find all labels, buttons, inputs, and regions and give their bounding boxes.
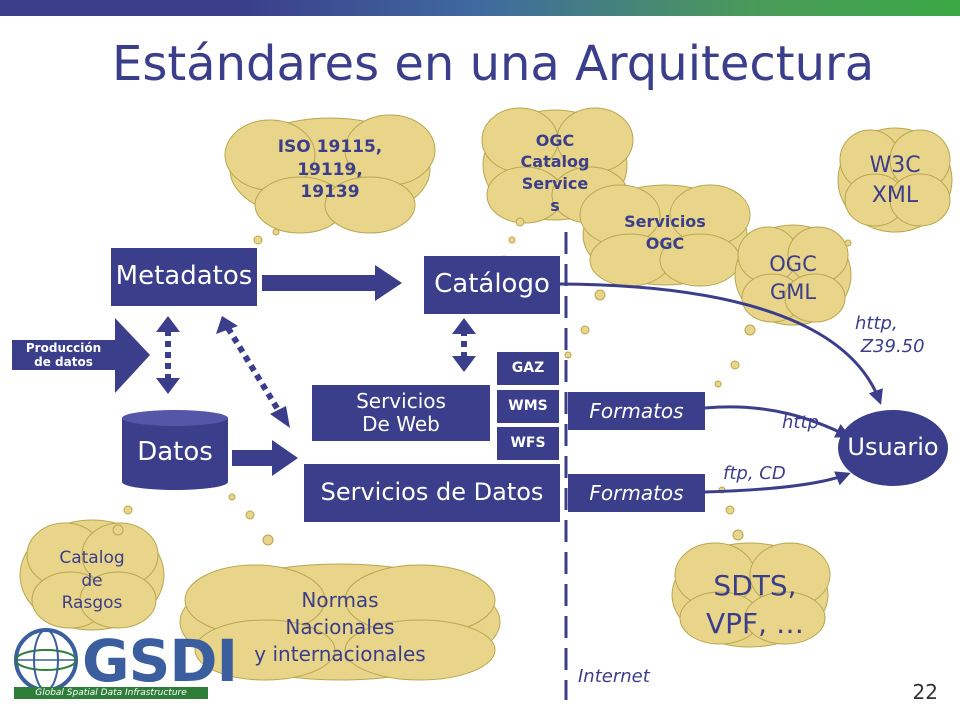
datos-cylinder <box>122 410 228 490</box>
arrow-datos-servicios <box>232 440 298 476</box>
label-http-z3950: http, Z39.50 <box>855 313 925 358</box>
metadatos-box: Metadatos <box>111 248 257 306</box>
curve-formatos2-usuario <box>704 471 851 494</box>
wms-box: WMS <box>497 390 559 423</box>
produccion-label: Producción de datos <box>25 340 102 369</box>
label-http: http <box>782 412 819 433</box>
cloud-ogc-catalog <box>481 107 634 224</box>
curve-formatos1-usuario <box>704 405 851 438</box>
formatos-box-1: Formatos <box>568 392 705 430</box>
usuario-ellipse <box>838 410 948 486</box>
gaz-box: GAZ <box>497 352 559 385</box>
formatos-box-2: Formatos <box>568 474 705 512</box>
cloud-servicios-ogc-text: Servicios OGC <box>624 212 706 253</box>
cloud-ogc-gml-text: OGC GML <box>769 251 817 304</box>
cloud-catalog-rasgos-text: Catalog de Rasgos <box>59 547 125 614</box>
datos-label: Datos <box>137 437 213 468</box>
cloud-normas-text: Normas Nacionales y internacionales <box>254 587 426 666</box>
usuario-label: Usuario <box>847 433 939 462</box>
gsdi-globe-icon <box>14 628 78 692</box>
cloud-sdts-text: SDTS, VPF, … <box>706 569 804 640</box>
cloud-w3c-text: W3C XML <box>869 153 921 208</box>
cloud-normas <box>179 563 501 681</box>
wfs-box: WFS <box>497 427 559 460</box>
gsdi-logo-text: GSDI <box>82 627 238 695</box>
slide-title: Estándares en una Arquitectura <box>112 36 875 92</box>
slide-number: 22 <box>912 680 938 704</box>
dotted-arrows <box>165 326 467 415</box>
cloud-iso-text: ISO 19115, 19119, 19139 <box>277 136 383 203</box>
arrow-produccion <box>12 318 150 393</box>
servicios-datos-box: Servicios de Datos <box>304 464 560 522</box>
catalogo-box: Catálogo <box>424 256 560 314</box>
servicios-web-box: Servicios De Web <box>312 385 490 441</box>
curve-catalogo-usuario <box>559 282 883 405</box>
arrow-metadatos-catalogo <box>262 265 402 301</box>
cloud-w3c <box>837 127 953 233</box>
cloud-iso <box>224 114 436 234</box>
solid-arrows <box>232 265 402 476</box>
top-gradient-bar <box>0 0 960 16</box>
cloud-servicios-ogc <box>579 184 751 287</box>
cloud-ogc-gml <box>734 224 852 326</box>
label-ftp-cd: ftp, CD <box>723 463 786 484</box>
label-internet: Internet <box>578 666 650 687</box>
gsdi-logo-subtitle: Global Spatial Data Infrastructure <box>14 687 208 699</box>
cloud-catalog-rasgos <box>19 519 165 631</box>
cloud-ogc-catalog-text: OGC Catalog Service s <box>520 130 590 215</box>
cloud-sdts <box>671 542 831 648</box>
